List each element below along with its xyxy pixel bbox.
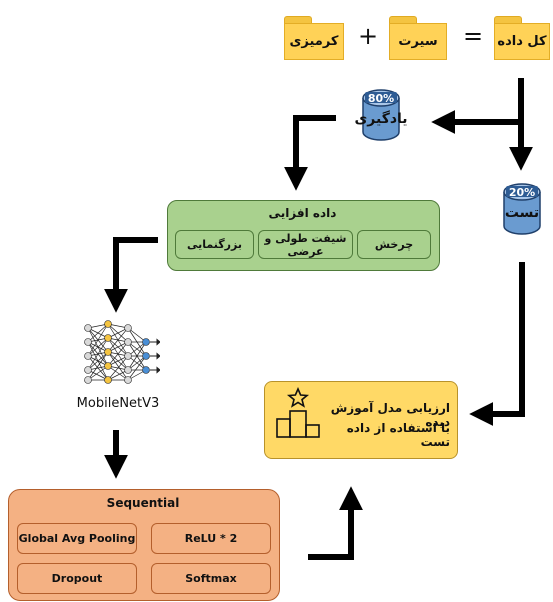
arrow-train-to-augmentation <box>284 115 336 191</box>
train-database-icon <box>362 89 400 141</box>
test-label: تست <box>504 205 540 221</box>
test-database-icon <box>503 183 541 235</box>
folder-sirt-label: سیرت <box>389 23 447 60</box>
arrow-test-to-evaluation <box>469 262 525 426</box>
arrow-augmentation-to-model <box>104 237 158 313</box>
equals-sign: = <box>463 22 484 50</box>
train-percent: 80% <box>367 92 395 105</box>
folder-total-data: کل داده <box>494 16 550 60</box>
folder-sirt: سیرت <box>389 16 447 60</box>
plus-sign: + <box>358 22 379 50</box>
train-label: یادگیری <box>354 111 408 127</box>
evaluation-line-1: ارزیابی مدل آموزش دیده <box>330 401 450 429</box>
sequential-item-relu: ReLU * 2 <box>151 523 271 554</box>
folder-kermizi-label: کرمیزی <box>284 23 344 60</box>
evaluation-line-2: با استفاده از داده تست <box>346 421 450 449</box>
podium-star-icon <box>276 387 320 438</box>
arrow-sequential-to-evaluation <box>308 486 363 560</box>
folder-tab <box>389 16 417 25</box>
folder-tab <box>494 16 522 25</box>
sequential-item-dropout: Dropout <box>17 563 137 594</box>
sequential-title: Sequential <box>106 496 180 510</box>
sequential-item-softmax: Softmax <box>151 563 271 594</box>
folder-kermizi: کرمیزی <box>284 16 344 60</box>
augmentation-item-rotation: چرخش <box>357 230 431 259</box>
augmentation-title: داده افزایی <box>268 206 337 220</box>
folder-tab <box>284 16 312 25</box>
augmentation-item-zoom: بزرگنمایی <box>175 230 254 259</box>
augmentation-item-shift: شیفت طولی و عرضی <box>258 230 353 259</box>
sequential-item-global-avg-pooling: Global Avg Pooling <box>17 523 137 554</box>
test-percent: 20% <box>508 186 536 199</box>
neural-network-icon <box>84 320 160 384</box>
model-label: MobileNetV3 <box>76 396 160 411</box>
folder-total-label: کل داده <box>494 23 550 60</box>
